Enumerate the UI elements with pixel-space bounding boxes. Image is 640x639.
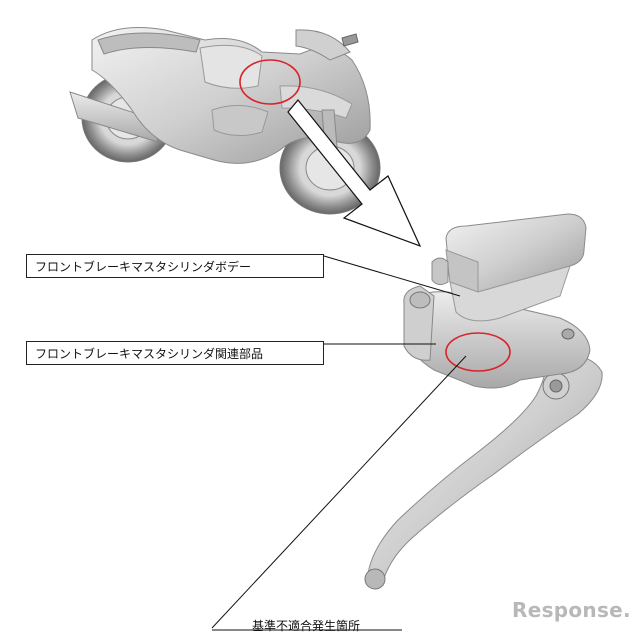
label-master-cylinder-related-parts: フロントブレーキマスタシリンダ関連部品 bbox=[26, 341, 324, 365]
motorcycle-illustration bbox=[69, 27, 381, 215]
highlight-circle-bike bbox=[239, 59, 301, 105]
watermark-logo: Response. bbox=[512, 598, 631, 622]
highlight-circle-related-part bbox=[445, 332, 511, 372]
zoom-arrow bbox=[287, 99, 422, 248]
master-cylinder-illustration bbox=[364, 213, 603, 590]
leader-line-defect bbox=[211, 355, 467, 629]
label-defect-location: 基準不適合発生箇所 bbox=[252, 619, 361, 633]
leader-line-body bbox=[323, 255, 461, 297]
label-master-cylinder-body: フロントブレーキマスタシリンダボデー bbox=[26, 254, 324, 278]
